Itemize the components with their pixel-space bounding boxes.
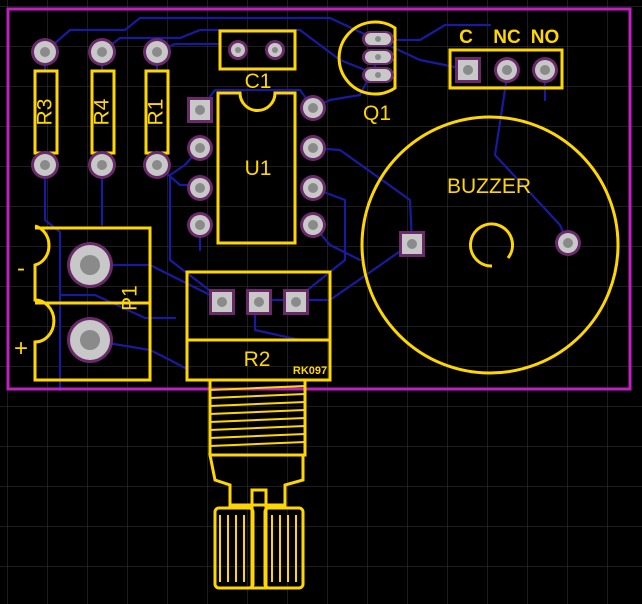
buzzer-pad-1	[399, 231, 425, 257]
r1-pad-top	[143, 38, 171, 66]
p1-body	[33, 224, 152, 382]
pot-shaft-neck	[208, 453, 305, 507]
relay-pad-no	[532, 57, 558, 83]
r4-label: R4	[91, 98, 114, 125]
r4-pad-top	[88, 38, 116, 66]
p1-plus-label: +	[14, 335, 28, 362]
r2-pad-2	[246, 289, 272, 315]
buzzer-pad-2	[555, 230, 581, 256]
p1-pad-2	[67, 317, 113, 363]
relay-header-body	[448, 48, 564, 90]
q1-label: Q1	[363, 102, 391, 125]
u1-pin-3	[187, 175, 213, 201]
labels: R3 R4 R1 C1 Q1 U1 P1 R2 BUZZER C NC NO -…	[14, 27, 559, 377]
relay-c-label: C	[459, 27, 473, 48]
u1-pin-4	[187, 212, 213, 238]
u1-pin-8	[300, 95, 326, 121]
r2-label: R2	[244, 348, 271, 371]
c1-label: C1	[245, 70, 272, 93]
r2-pad-1	[209, 289, 235, 315]
c1-body	[218, 29, 297, 71]
silkscreen	[33, 20, 620, 590]
p1-pad-1	[67, 242, 113, 288]
pot-shaft-thread	[209, 385, 306, 582]
p1-label: P1	[119, 285, 142, 311]
q1-pad-3	[362, 67, 394, 83]
rk097-label: RK097	[293, 365, 327, 377]
pads	[31, 31, 581, 363]
buzzer-center-mark	[469, 222, 514, 268]
q1-pad-2	[362, 49, 394, 65]
r1-pad-bottom	[143, 151, 171, 179]
q1-pad-1	[362, 31, 394, 47]
r1-label: R1	[145, 99, 168, 126]
u1-pin-2	[187, 135, 213, 161]
p1-minus-label: -	[17, 255, 25, 282]
relay-nc-label: NC	[493, 27, 521, 48]
r3-pad-top	[31, 38, 59, 66]
u1-body	[216, 91, 297, 245]
u1-pin-5	[300, 212, 326, 238]
u1-pin-6	[300, 175, 326, 201]
u1-pin-1	[187, 97, 213, 123]
r3-pad-bottom	[31, 151, 59, 179]
relay-pad-nc	[494, 57, 520, 83]
r2-pad-3	[283, 289, 309, 315]
r4-pad-bottom	[88, 151, 116, 179]
relay-no-label: NO	[531, 27, 560, 48]
pot-knob-center	[250, 488, 268, 590]
r3-label: R3	[34, 99, 57, 126]
u1-pin-7	[300, 135, 326, 161]
buzzer-body	[360, 115, 620, 375]
relay-pad-c	[455, 57, 481, 83]
board-outline	[6, 7, 632, 391]
c1-pad-2	[265, 40, 285, 60]
q1-body	[337, 20, 397, 96]
buzzer-label: BUZZER	[447, 175, 531, 198]
u1-label: U1	[245, 157, 272, 180]
c1-pad-1	[228, 40, 248, 60]
